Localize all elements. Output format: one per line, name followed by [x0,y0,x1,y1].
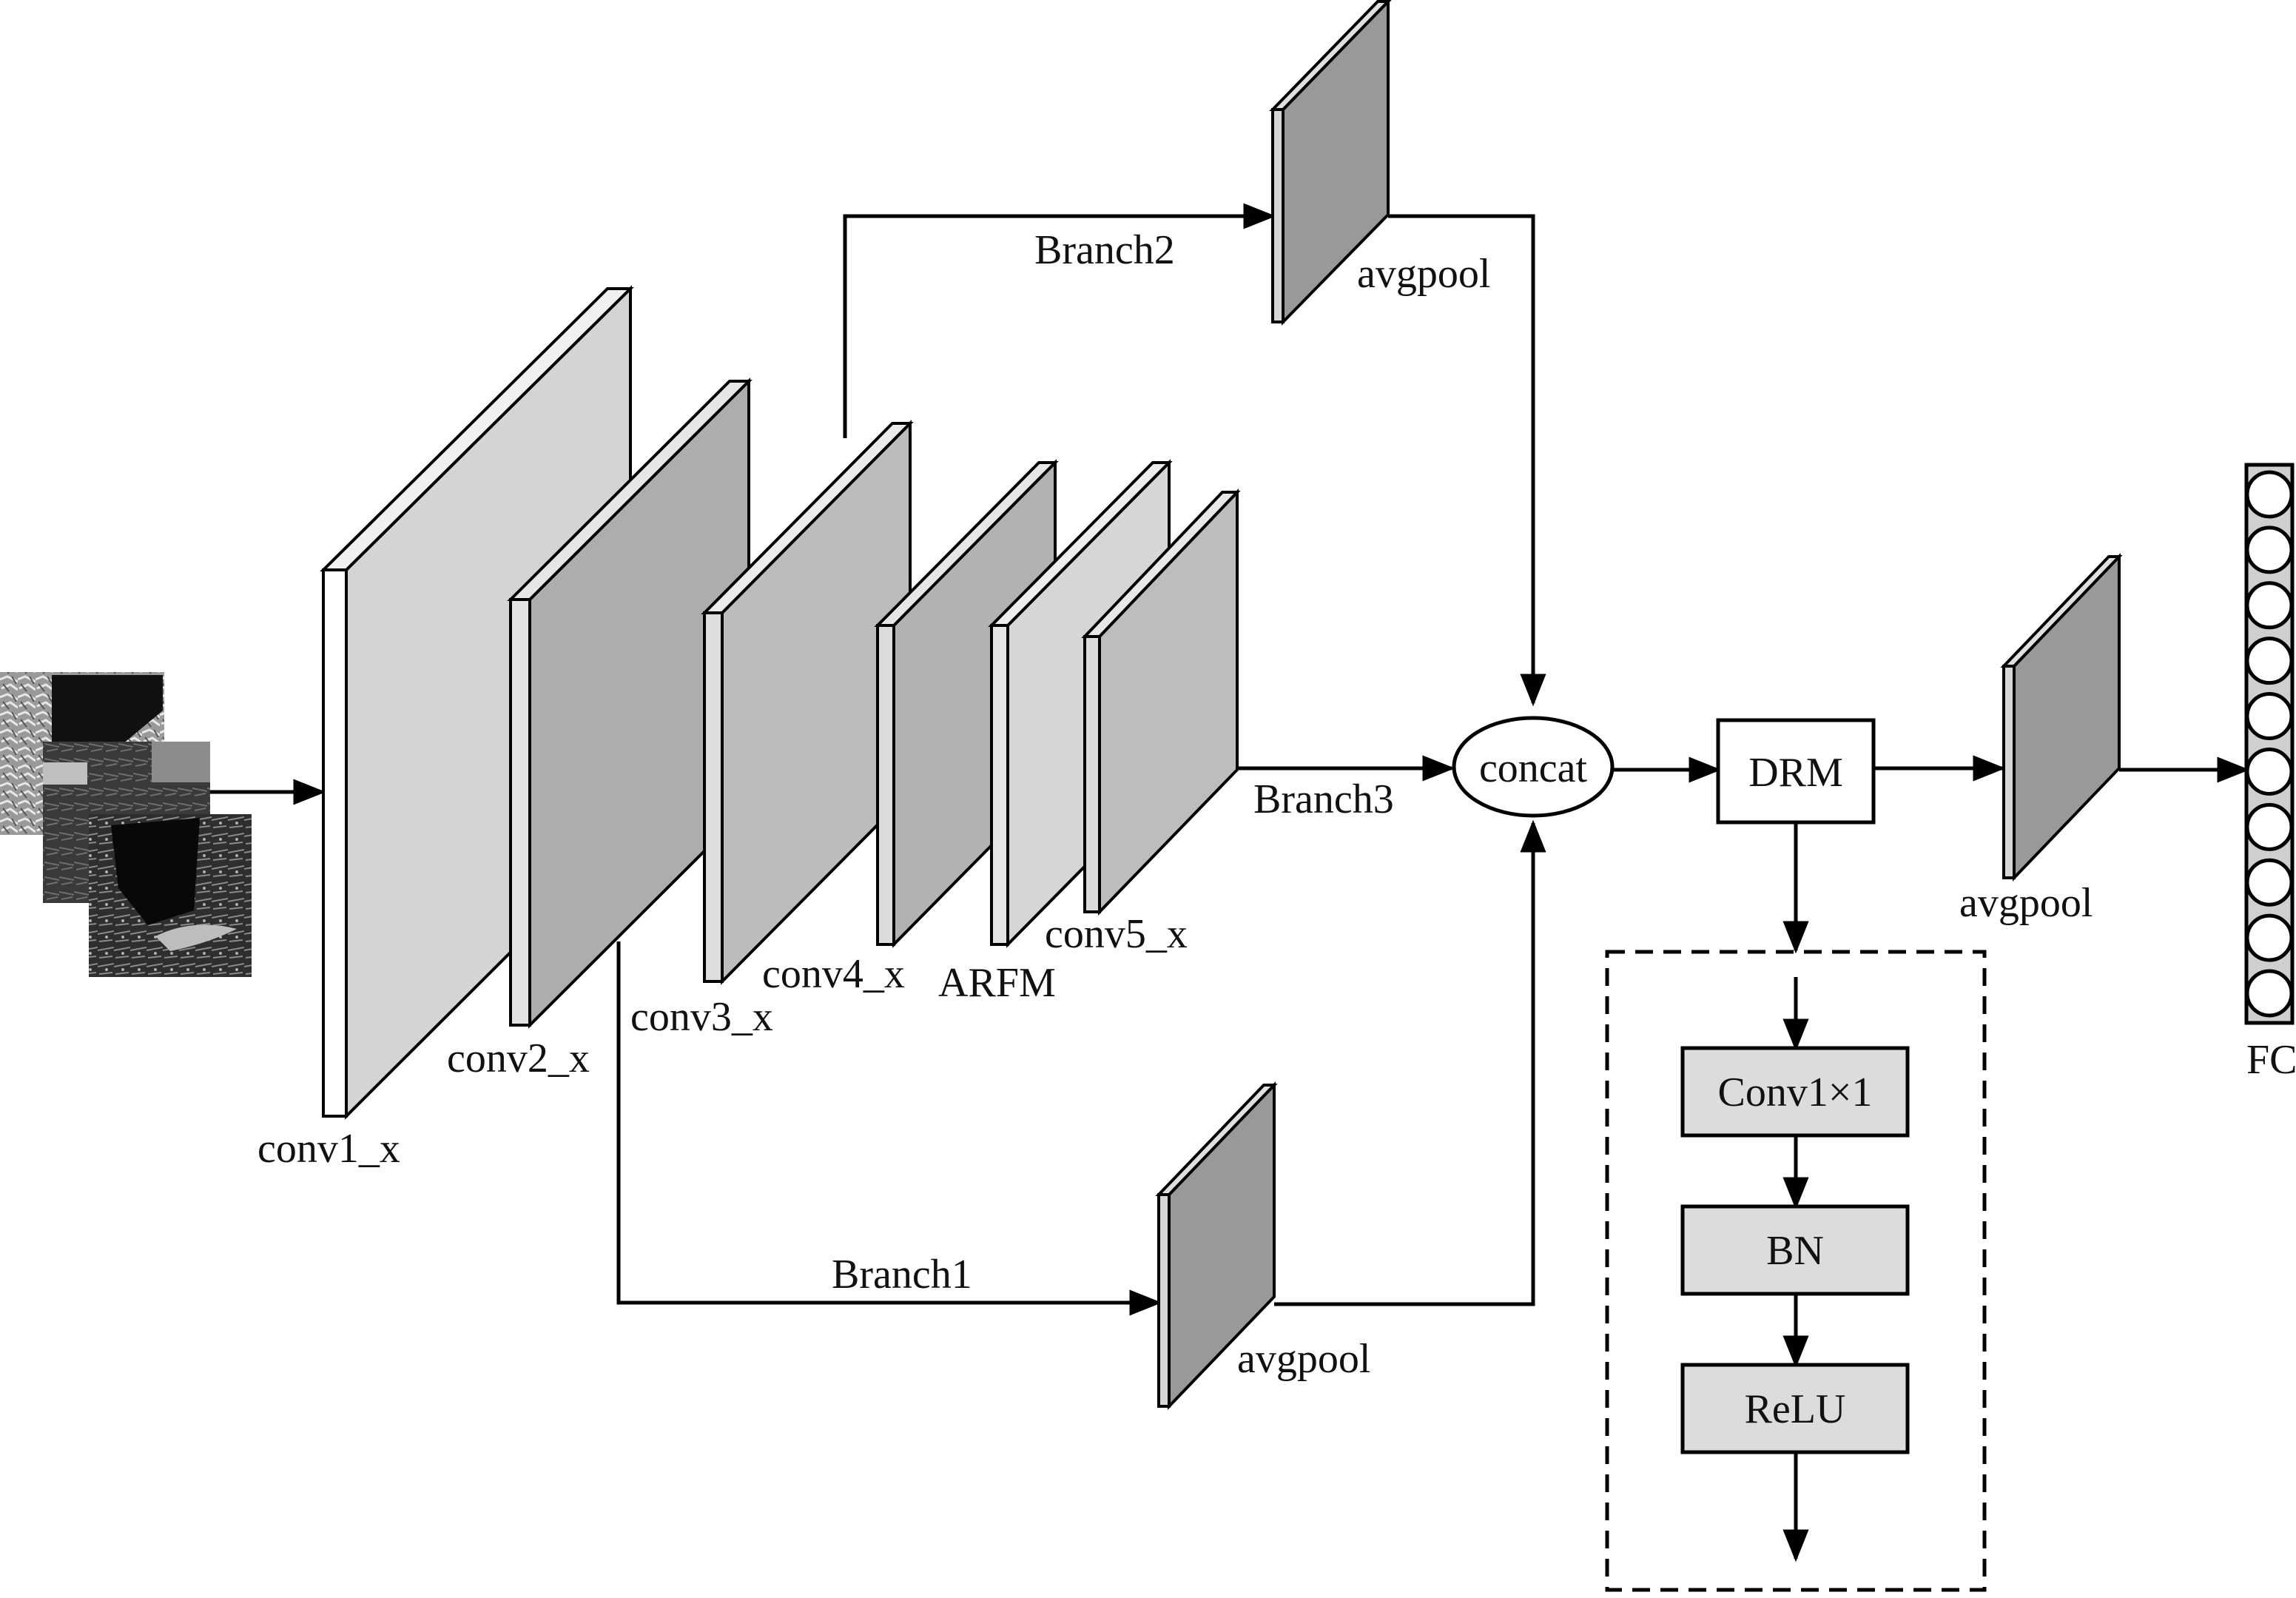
conv1x1-label: Conv1×1 [1718,1070,1873,1115]
conv3-label: conv3_x [630,994,773,1040]
avgpool-final [2000,553,2123,882]
branch2-label: Branch2 [1034,227,1175,273]
concat-node [1452,716,1615,818]
conv1-label: conv1_x [257,1126,400,1172]
fc-neuron [2245,470,2294,519]
branch1-arrow [616,941,1162,1316]
fc-neuron [2245,747,2294,796]
branch2-arrow [843,203,1276,438]
input-image-stack [0,672,252,977]
conv2-block [507,377,753,1029]
drm-box [1716,718,1876,825]
branch1-to-concat-arrow [1274,819,1546,1306]
input-image-3 [89,814,252,977]
avgpool-branch1-label: avgpool [1237,1336,1370,1382]
drm-label: DRM [1748,750,1843,796]
conv3-block [701,420,914,985]
avgpool-branch1 [1155,1081,1278,1410]
fc-neuron [2245,692,2294,741]
fc-neuron [2245,637,2294,685]
fc-neuron [2245,581,2294,630]
branch2-to-concat-arrow [1388,214,1546,707]
conv5-label: conv5_x [1045,911,1188,957]
fc-neuron [2245,913,2294,962]
relu-box [1680,1363,1910,1454]
branch3-label: Branch3 [1253,776,1394,822]
fc-neuron [2245,858,2294,907]
fc-label: FC [2246,1037,2296,1083]
branch1-label: Branch1 [832,1252,972,1297]
concat-label: concat [1479,745,1588,791]
avgpool-final-label: avgpool [1959,880,2093,926]
conv1x1-box [1680,1046,1910,1138]
fc-neuron [2245,526,2294,574]
relu-label: ReLU [1745,1386,1846,1432]
fc-layer [2244,463,2295,1025]
conv1-block [320,285,634,1120]
fc-neuron [2245,802,2294,851]
arfm-label: ARFM [938,960,1056,1006]
bn-label: BN [1766,1228,1824,1274]
conv4-block [874,459,1059,948]
conv4-label: conv4_x [762,951,905,997]
avgpool-branch2-label: avgpool [1357,251,1490,297]
avgpool-branch2 [1269,0,1392,326]
conv5-block [1081,489,1241,916]
conv2-label: conv2_x [447,1035,590,1081]
drm-detail-panel: Conv1×1 BN ReLU [1605,950,1987,1592]
fc-neurons [2245,470,2294,1018]
fc-neuron [2245,969,2294,1018]
